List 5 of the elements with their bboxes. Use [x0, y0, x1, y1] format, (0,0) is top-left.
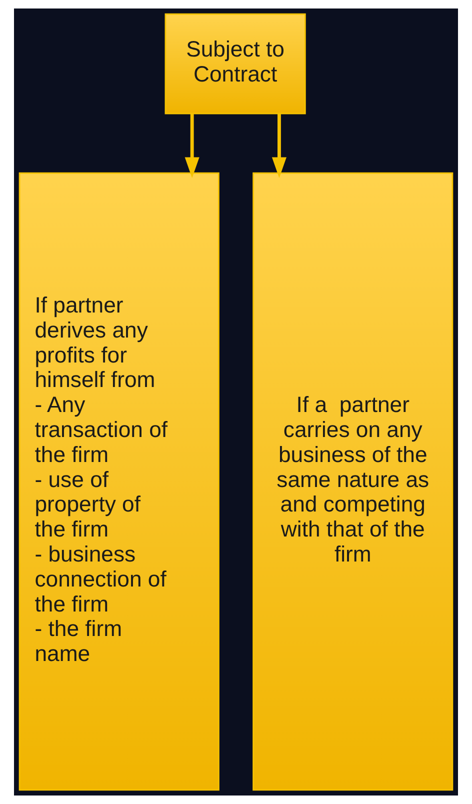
node-box: Subject to Contract	[164, 13, 306, 114]
node-box: If partner derives any profits for himself from - Any transaction of the firm - use of property of the firm - business connection of the firm - the firm name	[18, 172, 220, 791]
arrow	[184, 114, 200, 178]
arrow	[272, 114, 286, 178]
node-box: If a partner carries on any business of the same nature as and competing with that of the firm	[252, 172, 454, 791]
